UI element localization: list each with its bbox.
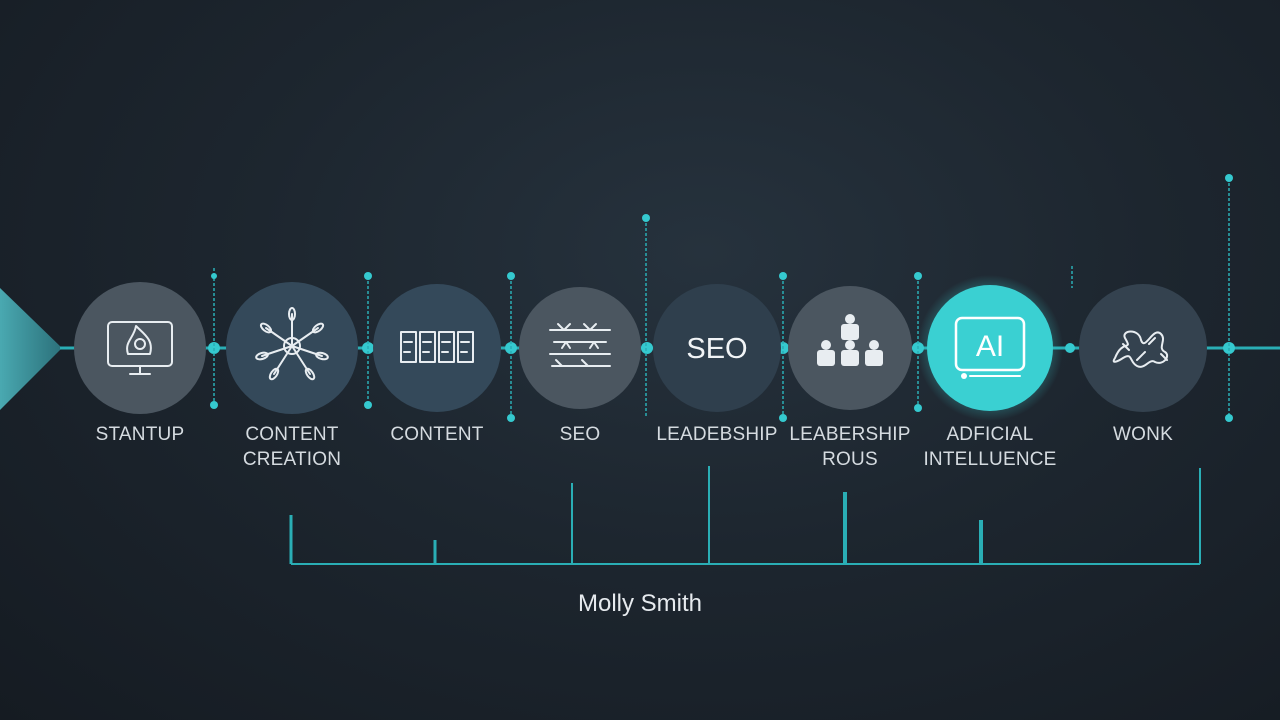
- timeline-node: AI: [917, 275, 1063, 421]
- timeline-node: [74, 282, 206, 414]
- sketch-layout-icon: [549, 323, 611, 367]
- timeline-node: SEO: [653, 284, 781, 412]
- node-circle: [653, 284, 781, 412]
- svg-text:AI: AI: [976, 330, 1004, 363]
- node-label: CONTENT CREATION: [242, 424, 342, 470]
- timeline-node: [788, 286, 912, 410]
- node-label: SEO: [559, 424, 601, 445]
- node-circle: [519, 287, 641, 409]
- node-circle: [1079, 284, 1207, 412]
- vertical-markers: [210, 174, 1233, 422]
- timeline-node: [373, 284, 501, 412]
- monitor-fire-icon: [107, 321, 173, 375]
- start-arrow: [0, 288, 62, 410]
- team-people-icon: [817, 314, 883, 366]
- node-label: ADFICIAL INTELLUENCE: [923, 424, 1057, 470]
- node-label: STANTUP: [95, 424, 185, 445]
- timeline-node: [1079, 284, 1207, 412]
- ai-screen-icon: AI: [954, 316, 1026, 379]
- node-label: LEADEBSHIP: [656, 424, 778, 445]
- node-circle: [927, 285, 1053, 411]
- content-grid-icon: [400, 331, 474, 363]
- bottom-bracket: [289, 466, 1201, 565]
- timeline-node: [226, 282, 358, 414]
- node-label: WONK: [1113, 424, 1173, 445]
- scribble-icon: [1112, 330, 1169, 368]
- seo-text-icon: SEO: [686, 333, 747, 365]
- network-nodes-icon: [255, 307, 329, 381]
- node-label: CONTENT: [390, 424, 484, 445]
- node-circle: [373, 284, 501, 412]
- person-name: Molly Smith: [577, 590, 703, 617]
- node-circle: [226, 282, 358, 414]
- svg-text:SEO: SEO: [686, 333, 747, 365]
- node-label: LEABERSHIP ROUS: [789, 424, 911, 470]
- timeline-node: [519, 287, 641, 409]
